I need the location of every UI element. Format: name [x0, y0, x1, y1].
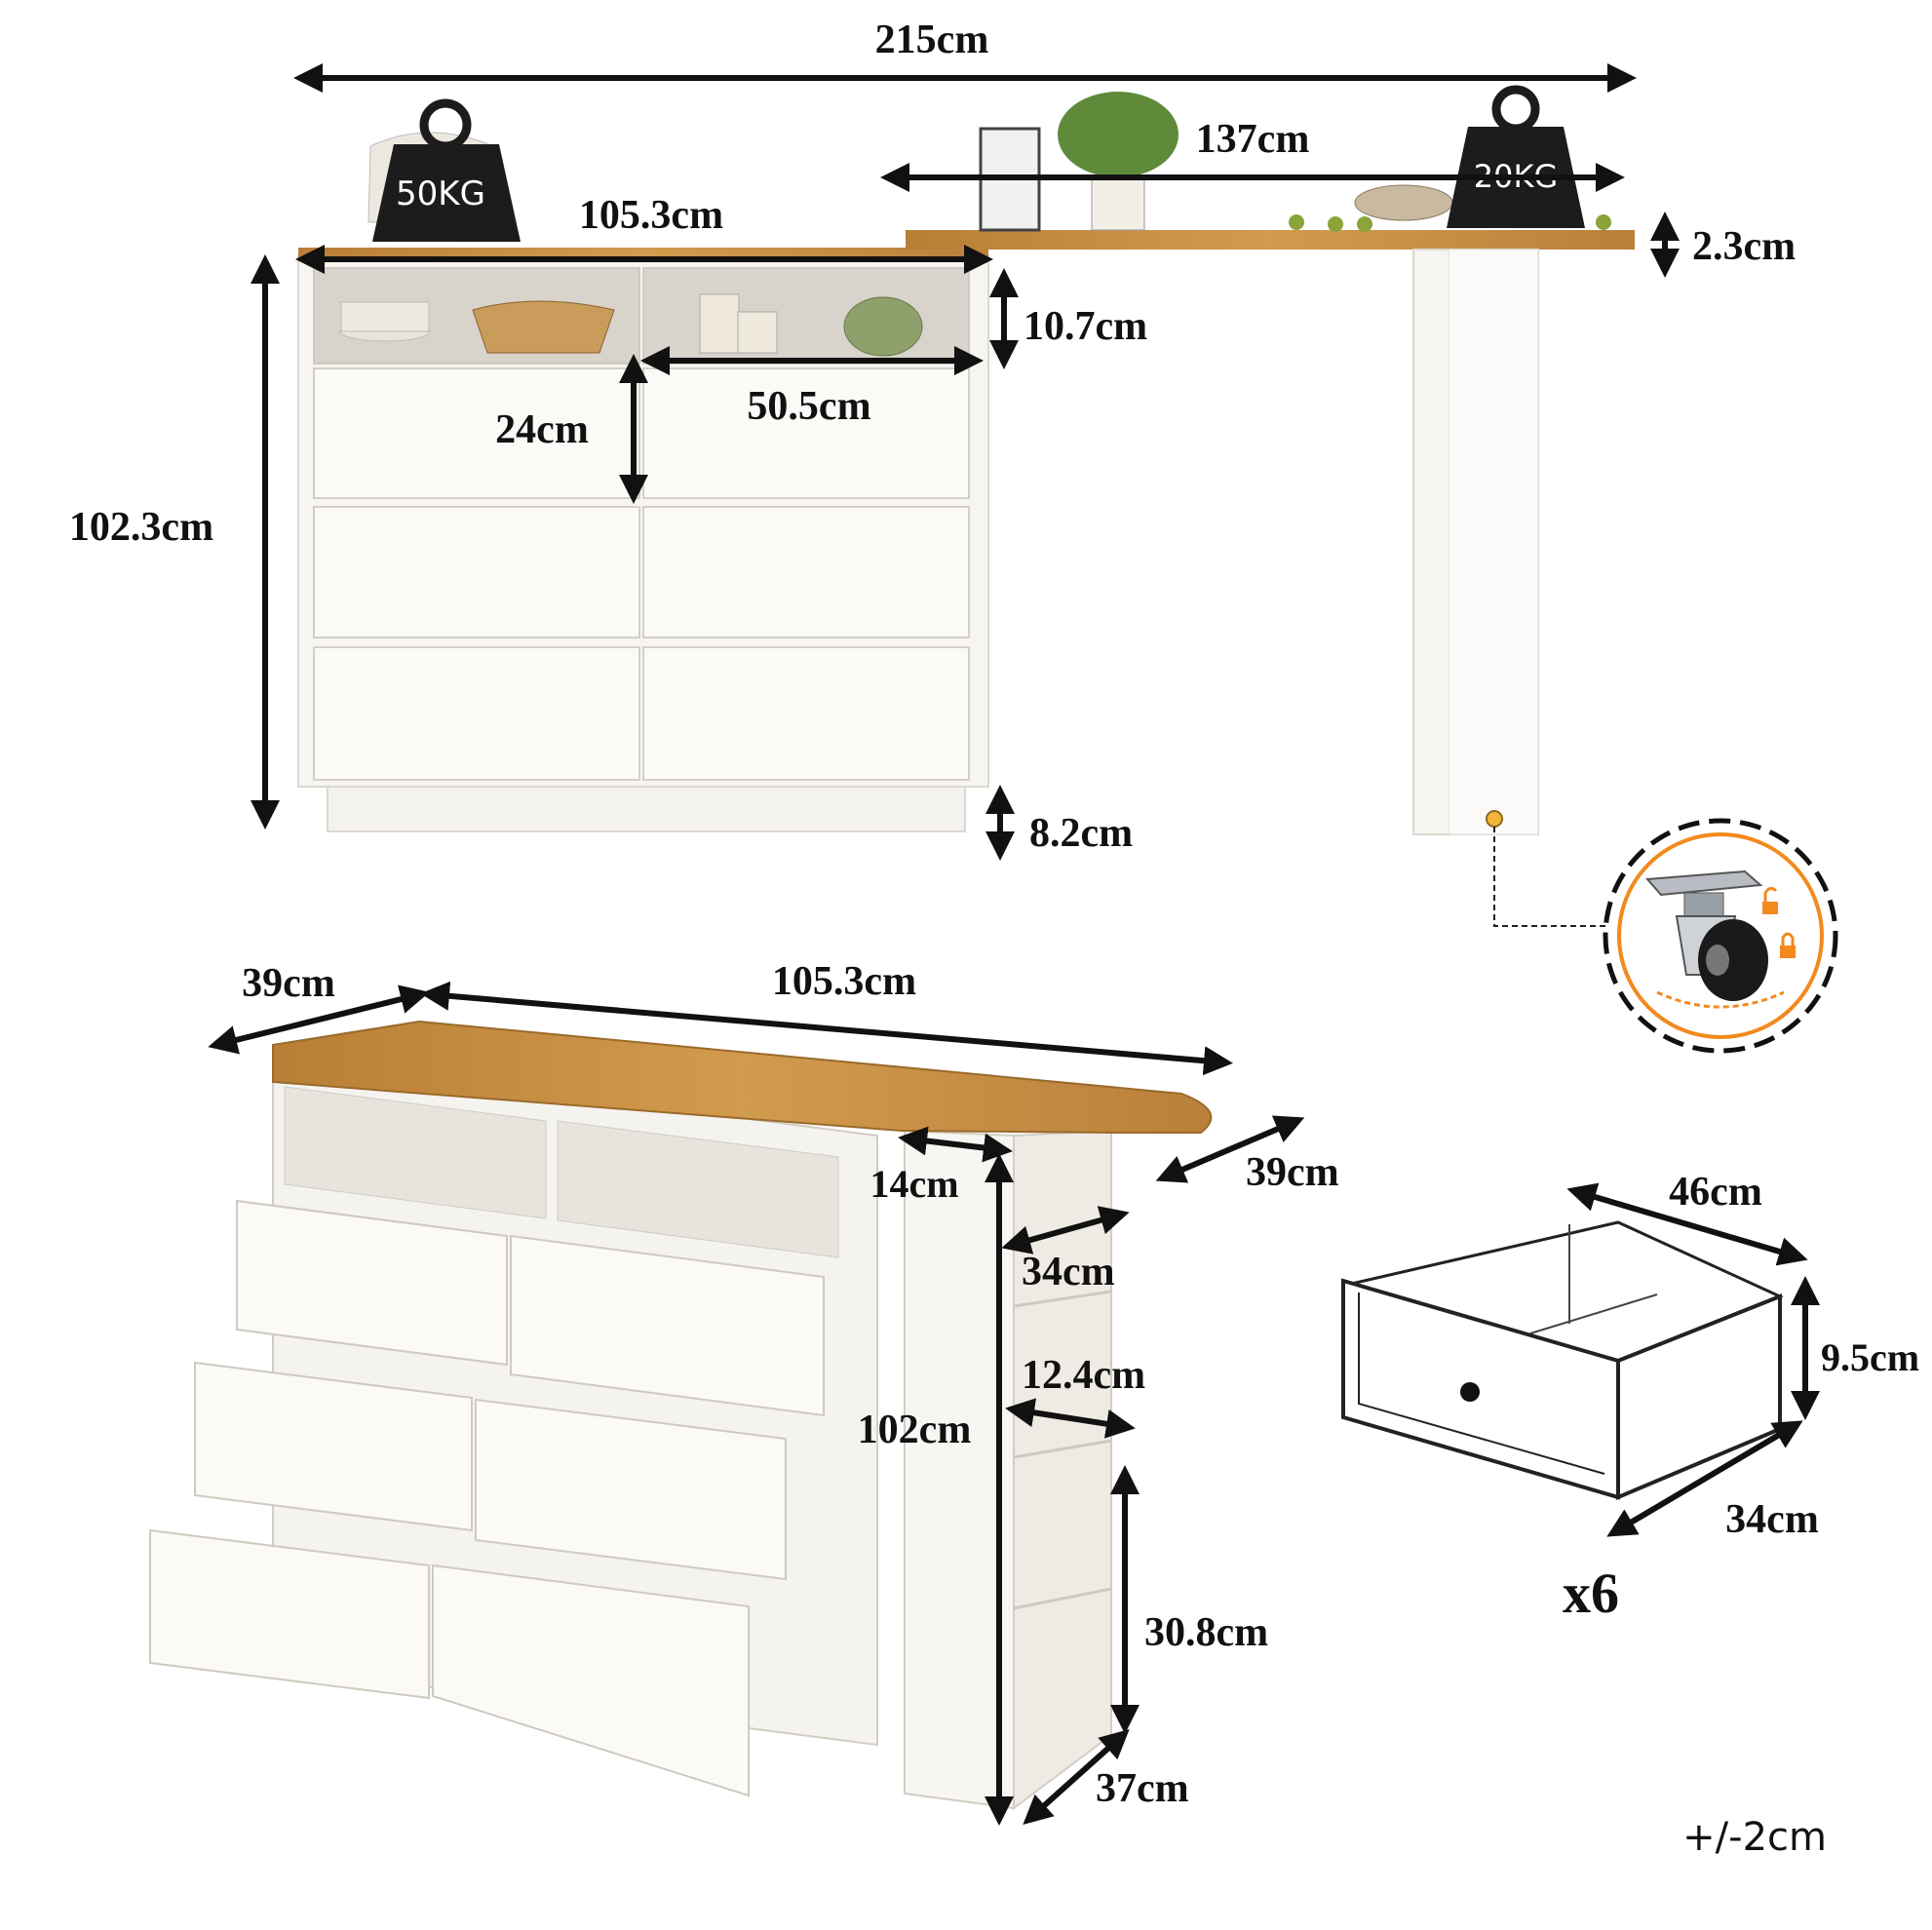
lock-icon [1780, 932, 1796, 958]
side-view: 39cm 105.3cm 14cm 39cm 34cm 12.4cm 102cm… [149, 959, 1339, 1826]
dim-arrow-depth-left [208, 984, 430, 1055]
label-top-thickness: 2.3cm [1692, 224, 1796, 269]
plant-pot [1091, 174, 1145, 231]
dim-arrow-side-width [420, 981, 1233, 1076]
bowls [843, 296, 923, 357]
label-bottom-depth: 37cm [1096, 1766, 1189, 1811]
cabinet-base [327, 786, 966, 832]
cubby-left [284, 1086, 547, 1219]
label-drawer-quantity: x6 [1563, 1562, 1619, 1625]
caster-marker [1486, 810, 1503, 828]
label-depth-left: 39cm [242, 961, 335, 1006]
caster-callout [1493, 818, 1838, 1054]
dim-arrow-leg-depth [1001, 1206, 1130, 1254]
label-drawer-detail-depth: 34cm [1725, 1497, 1819, 1542]
label-drawer-width: 50.5cm [747, 384, 870, 429]
label-drawer-detail-width: 46cm [1669, 1170, 1762, 1215]
label-depth-right: 39cm [1246, 1150, 1339, 1195]
cubby-right [557, 1120, 839, 1258]
extension-top [906, 230, 1635, 250]
unlock-icon [1762, 886, 1778, 914]
label-extension-width: 137cm [1196, 117, 1310, 162]
tolerance-note: +/-2cm [1682, 1815, 1827, 1860]
plant [1058, 92, 1179, 177]
label-lower-shelf: 30.8cm [1144, 1610, 1268, 1655]
label-height: 102.3cm [69, 505, 213, 550]
fruit-bowl [1354, 184, 1453, 221]
dim-arrow-shelf-spacing [1005, 1398, 1136, 1439]
caster-wheel-icon [1644, 869, 1768, 1001]
label-leg-depth: 34cm [1022, 1250, 1115, 1294]
pulled-drawers [149, 1199, 825, 1797]
dim-arrow-drawer-detail-width [1566, 1182, 1808, 1266]
drawer-detail: 46cm 9.5cm 34cm x6 [1341, 1170, 1919, 1625]
weight-icon [372, 98, 521, 242]
label-drawer-detail-height: 9.5cm [1821, 1335, 1919, 1379]
dim-arrow-bottom-depth [1023, 1728, 1130, 1826]
label-leg-width: 14cm [869, 1162, 958, 1206]
dim-arrow-depth-right [1155, 1115, 1305, 1183]
bread-basket [472, 300, 615, 354]
label-side-width: 105.3cm [772, 959, 916, 1004]
dim-arrow-leg-width [898, 1126, 1013, 1163]
drawer-fronts [313, 367, 970, 781]
label-cabinet-width: 105.3cm [579, 193, 723, 238]
load-label-left: 50KG [396, 174, 485, 213]
label-total-width: 215cm [875, 18, 989, 62]
label-side-height: 102cm [858, 1408, 972, 1452]
label-shelf-height: 10.7cm [1024, 304, 1147, 349]
jar [699, 293, 740, 354]
front-view: 50KG 20KG 215cm 137cm 105.3cm 102.3cm 2.… [69, 18, 1796, 861]
dim-arrow-drawer-detail-depth [1606, 1420, 1803, 1537]
label-base-height: 8.2cm [1029, 811, 1133, 856]
label-shelf-spacing: 12.4cm [1022, 1353, 1145, 1398]
drawer-knob [1460, 1382, 1480, 1402]
label-drawer-height: 24cm [495, 407, 589, 452]
